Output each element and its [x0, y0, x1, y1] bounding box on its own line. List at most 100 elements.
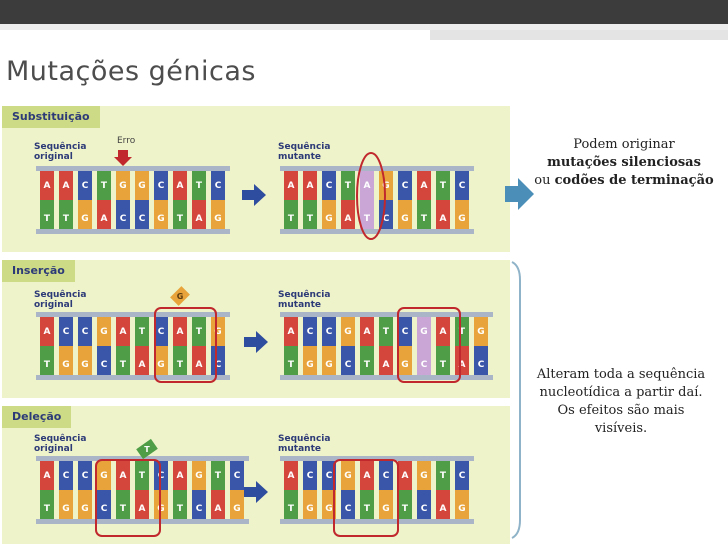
ins-mutant-base-bottom-7: [417, 346, 431, 375]
ins-original-base-top-7: [173, 317, 187, 346]
del-mutant-letter-bottom-7: C: [421, 504, 428, 514]
panel-tag-deletion: Deleção: [2, 406, 72, 428]
del-mutant-letter-bottom-1: G: [306, 504, 313, 514]
ins-original-letter-bottom-7: T: [177, 360, 184, 370]
del-original-base-bottom-2: [78, 490, 92, 519]
del-mutant-base-top-8: [436, 461, 450, 490]
sub-original-base-top-4: [116, 171, 130, 200]
ins-mutant-base-top-0: [284, 317, 298, 346]
sub-mutant-letter-top-5: G: [382, 181, 389, 191]
sub-mutant-base-bottom-6: [398, 200, 412, 229]
del-original-letter-bottom-1: G: [62, 504, 69, 514]
sub-original-base-bottom-4: [116, 200, 130, 229]
sub-mutant-base-bottom-1: [303, 200, 317, 229]
sub-mutant-letter-top-8: T: [440, 181, 447, 191]
sub-arrow: [242, 184, 266, 206]
del-mutant-base-bottom-9: [455, 490, 469, 519]
error-label: Erro: [117, 136, 136, 146]
sub-original-letter-top-9: C: [215, 181, 222, 191]
sub-original-letter-top-8: T: [196, 181, 203, 191]
ins-mutant-base-top-9: [455, 317, 469, 346]
deleted-base-letter: T: [144, 445, 150, 454]
ins-original-backbone-top: [36, 312, 230, 317]
ins-original-base-bottom-2: [78, 346, 92, 375]
del-mutant-letter-bottom-9: G: [458, 504, 465, 514]
sub-original-base-bottom-8: [192, 200, 206, 229]
del-mutant-letter-bottom-6: T: [402, 504, 409, 514]
del-mutant-letter-top-2: C: [326, 471, 333, 481]
ins-original-base-bottom-5: [135, 346, 149, 375]
ins-original-letter-bottom-2: G: [81, 360, 88, 370]
sub-mutant-base-top-9: [455, 171, 469, 200]
ins-mutant-base-bottom-6: [398, 346, 412, 375]
del-original-box: [95, 459, 161, 537]
sub-mutant-base-top-6: [398, 171, 412, 200]
ins-mutant-letter-bottom-8: T: [440, 360, 447, 370]
ins-original-base-bottom-1: [59, 346, 73, 375]
sub-mutant-base-top-7: [417, 171, 431, 200]
sub-mutant-base-top-0: [284, 171, 298, 200]
del-mutant-letter-top-8: T: [440, 471, 447, 481]
note-bold-silent: mutações silenciosas: [547, 155, 701, 170]
del-mutant-letter-top-0: A: [288, 471, 295, 481]
sub-original-letter-bottom-4: C: [120, 214, 127, 224]
del-mutant-base-top-1: [303, 461, 317, 490]
del-original-base-top-9: [211, 461, 225, 490]
ins-mutant-base-bottom-4: [360, 346, 374, 375]
sub-mutant-base-bottom-7: [417, 200, 431, 229]
sub-mutant-letter-top-7: A: [421, 181, 428, 191]
del-mutant-base-top-9: [455, 461, 469, 490]
sub-mutant-base-bottom-4: [360, 200, 374, 229]
sub-mutant-letter-bottom-9: G: [458, 214, 465, 224]
del-original-base-bottom-4: [116, 490, 130, 519]
ins-original-letter-top-4: A: [120, 327, 127, 337]
sub-original-letter-top-7: A: [177, 181, 184, 191]
del-mutant-base-top-7: [417, 461, 431, 490]
ins-original-base-bottom-3: [97, 346, 111, 375]
sub-original-letter-top-1: A: [63, 181, 70, 191]
del-original-letter-bottom-0: T: [44, 504, 51, 514]
mutant-label-2: Sequência mutante: [278, 290, 331, 310]
ins-original-base-bottom-6: [154, 346, 168, 375]
del-mutant-box: [333, 459, 399, 537]
del-mutant-base-bottom-4: [360, 490, 374, 519]
sub-mutant-letter-top-0: A: [288, 181, 295, 191]
sub-original-letter-bottom-6: G: [157, 214, 164, 224]
ins-mutant-base-bottom-1: [303, 346, 317, 375]
ins-mutant-base-top-4: [360, 317, 374, 346]
ins-mutant-backbone-top: [280, 312, 493, 317]
ins-mutant-letter-top-7: G: [420, 327, 427, 337]
ins-mutant-letter-bottom-10: C: [478, 360, 485, 370]
sub-original-base-bottom-1: [59, 200, 73, 229]
sub-mutant-base-top-3: [341, 171, 355, 200]
del-mutant-letter-bottom-4: T: [364, 504, 371, 514]
frameshift-note: Alteram toda a sequência nucleotídica a …: [536, 367, 706, 436]
ins-mutant-letter-top-2: C: [326, 327, 333, 337]
del-original-letter-bottom-8: C: [196, 504, 203, 514]
del-mutant-letter-bottom-5: G: [382, 504, 389, 514]
del-original-letter-top-0: A: [44, 471, 51, 481]
ins-original-letter-top-2: C: [82, 327, 89, 337]
del-original-letter-bottom-2: G: [81, 504, 88, 514]
ins-mutant-base-bottom-3: [341, 346, 355, 375]
ins-original-base-bottom-7: [173, 346, 187, 375]
mutant-label-1: Sequência mutante: [278, 142, 331, 162]
sub-mutant-base-top-2: [322, 171, 336, 200]
ins-original-letter-top-6: C: [158, 327, 165, 337]
ins-original-base-top-6: [154, 317, 168, 346]
ins-mutant-base-top-10: [474, 317, 488, 346]
sub-original-backbone-bottom: [36, 229, 230, 234]
ins-original-letter-bottom-1: G: [62, 360, 69, 370]
sub-mutant-letter-bottom-4: T: [364, 214, 371, 224]
sub-original-base-top-0: [40, 171, 54, 200]
sub-original-letter-bottom-3: A: [101, 214, 108, 224]
sub-mutant-base-bottom-3: [341, 200, 355, 229]
ins-original-backbone-bottom: [36, 375, 230, 380]
ins-original-base-top-4: [116, 317, 130, 346]
ins-mutant-letter-top-1: C: [307, 327, 314, 337]
sub-mutant-base-top-4: [360, 171, 374, 200]
del-mutant-letter-bottom-3: C: [345, 504, 352, 514]
sub-original-base-top-3: [97, 171, 111, 200]
frameshift-bracket: [511, 261, 521, 539]
sub-original-letter-bottom-8: A: [196, 214, 203, 224]
